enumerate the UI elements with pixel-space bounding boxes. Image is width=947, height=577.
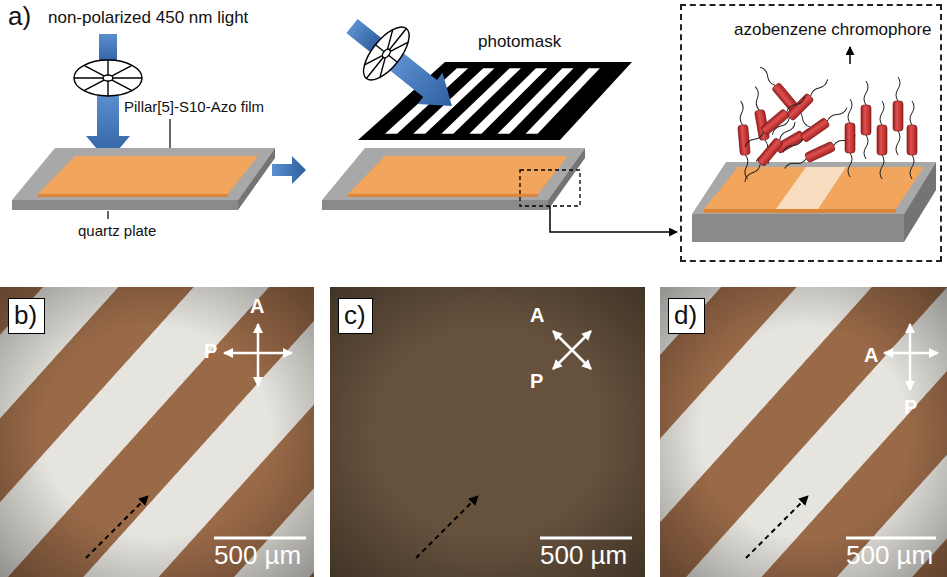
zoom-box bbox=[520, 170, 580, 206]
azo-film bbox=[348, 156, 568, 197]
zoom-pointer bbox=[550, 206, 677, 232]
mask-label: photomask bbox=[478, 32, 561, 52]
scale-label: 500 µm bbox=[540, 541, 627, 571]
quartz-plate bbox=[322, 148, 585, 210]
scale-label: 500 µm bbox=[846, 541, 933, 571]
step-arrow bbox=[272, 156, 306, 184]
plate-label: quartz plate bbox=[78, 222, 156, 239]
polarizer-label: P bbox=[204, 340, 217, 363]
leader-line bbox=[107, 211, 108, 219]
panel-tag: c) bbox=[338, 298, 373, 334]
micrograph bbox=[660, 287, 947, 577]
light-arrow bbox=[332, 1, 472, 131]
azo-film bbox=[38, 156, 258, 197]
quartz-plate bbox=[12, 148, 275, 210]
micrograph-panel: A P 500 µm b) bbox=[0, 287, 314, 577]
micrograph-panel: A P 500 µm c) bbox=[330, 287, 645, 577]
polarizer-label: P bbox=[530, 370, 543, 393]
film-label: Pillar[5]-S10-Azo film bbox=[124, 98, 264, 115]
polarizer-label: P bbox=[904, 396, 917, 419]
inset-title: azobenzene chromophore bbox=[734, 20, 932, 40]
light-arrow bbox=[86, 34, 130, 162]
scale-label: 500 µm bbox=[214, 541, 301, 571]
micrograph bbox=[0, 287, 314, 577]
panel-tag: d) bbox=[668, 298, 705, 334]
panel-letter: c) bbox=[344, 301, 366, 330]
panel-letter: b) bbox=[14, 301, 37, 330]
pointer-arrow bbox=[849, 47, 851, 64]
film-closeup bbox=[692, 162, 936, 242]
light-label: non-polarized 450 nm light bbox=[48, 8, 248, 28]
azobenzene-rods bbox=[736, 64, 917, 185]
micrograph-panel: A P 500 µm d) bbox=[660, 287, 947, 577]
panel-letter: a) bbox=[8, 2, 31, 32]
closeup-inset: azobenzene chromophore bbox=[680, 4, 942, 262]
analyzer-label: A bbox=[530, 304, 544, 327]
panel-letter: d) bbox=[674, 301, 697, 330]
panel-tag: b) bbox=[8, 298, 45, 334]
chopper-wheel bbox=[74, 60, 142, 96]
micrograph bbox=[330, 287, 645, 577]
analyzer-label: A bbox=[864, 344, 878, 367]
analyzer-label: A bbox=[250, 295, 264, 318]
